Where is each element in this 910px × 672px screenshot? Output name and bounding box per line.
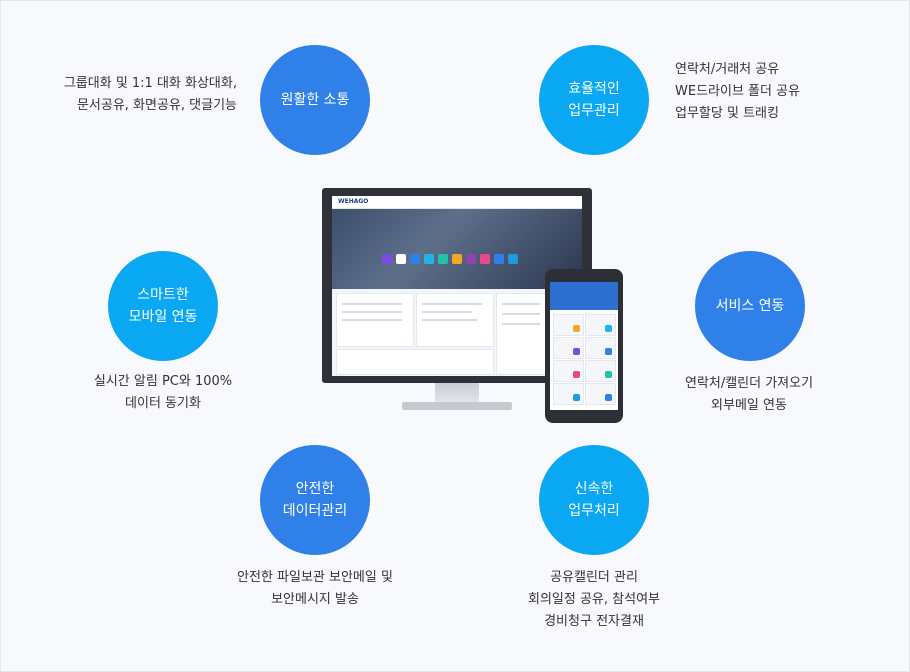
feature-title-work-management: 효율적인 업무관리 bbox=[568, 81, 620, 119]
feature-circle-service-link: 서비스 연동 bbox=[687, 243, 813, 369]
app-icon bbox=[382, 254, 392, 264]
feature-desc-smart-mobile: 실시간 알림 PC와 100% 데이터 동기화 bbox=[93, 374, 233, 411]
app-icon bbox=[396, 254, 406, 264]
wehago-logo: WEHAGO bbox=[338, 198, 369, 205]
feature-title-data-security: 안전한 데이터관리 bbox=[282, 481, 348, 519]
feature-desc-communication: 그룹대화 및 1:1 대화 화상대화, 문서공유, 화면공유, 댓글기능 bbox=[63, 76, 237, 113]
desktop-monitor-illustration: WEHAGO bbox=[322, 188, 592, 383]
feature-title-fast-processing: 신속한 업무처리 bbox=[568, 481, 620, 519]
desktop-screen: WEHAGO bbox=[332, 196, 582, 376]
feature-desc-service-link: 연락처/캘린더 가져오기 외부메일 연동 bbox=[684, 376, 814, 413]
monitor-stand-neck bbox=[435, 383, 479, 403]
app-icon-row bbox=[382, 254, 562, 266]
feature-title-communication: 원활한 소통 bbox=[280, 92, 350, 108]
desktop-dashboard bbox=[332, 289, 582, 376]
feature-title-smart-mobile: 스마트한 모바일 연동 bbox=[128, 287, 198, 325]
monitor-stand-base bbox=[402, 402, 512, 410]
feature-desc-fast-processing: 공유캘린더 관리 회의일정 공유, 참석여부 경비청구 전자결재 bbox=[528, 570, 660, 629]
app-icon bbox=[480, 254, 490, 264]
app-icon bbox=[508, 254, 518, 264]
feature-desc-work-management: 연락처/거래처 공유 WE드라이브 폴더 공유 업무할당 및 트래킹 bbox=[675, 62, 801, 121]
feature-circle-fast-processing: 신속한 업무처리 bbox=[531, 437, 657, 563]
mobile-screen bbox=[550, 282, 618, 410]
app-icon bbox=[494, 254, 504, 264]
desktop-hero-banner bbox=[332, 209, 582, 289]
app-icon bbox=[438, 254, 448, 264]
app-icon bbox=[452, 254, 462, 264]
feature-circle-smart-mobile: 스마트한 모바일 연동 bbox=[100, 243, 226, 369]
feature-title-service-link: 서비스 연동 bbox=[715, 298, 785, 314]
app-icon bbox=[410, 254, 420, 264]
feature-circle-data-security: 안전한 데이터관리 bbox=[252, 437, 378, 563]
feature-circle-communication: 원활한 소통 bbox=[252, 37, 378, 163]
app-icon bbox=[424, 254, 434, 264]
app-icon bbox=[466, 254, 476, 264]
mobile-phone-illustration bbox=[545, 269, 623, 423]
feature-circle-work-management: 효율적인 업무관리 bbox=[531, 37, 657, 163]
feature-desc-data-security: 안전한 파일보관 보안메일 및 보안메시지 발송 bbox=[237, 570, 393, 607]
